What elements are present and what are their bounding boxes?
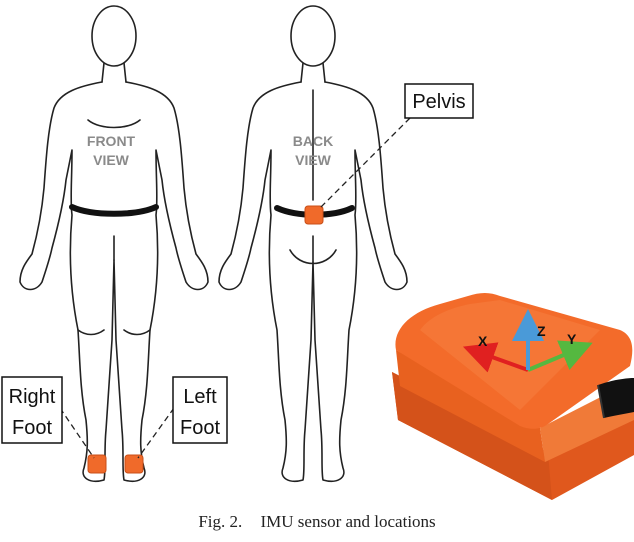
right-foot-callout-line1: Right [9,386,56,408]
right-foot-sensor [87,454,107,474]
back-view-label-line1: BACK [293,133,333,149]
axis-x-arrow [462,342,529,373]
pelvis-callout-box [404,83,474,119]
left-foot-sensor [124,454,144,474]
pelvis-sensor [304,205,324,225]
front-belt [69,204,159,217]
figure-caption: Fig. 2. IMU sensor and locations [0,512,634,532]
left-foot-callout-line1: Left [183,386,217,408]
front-view-label-line1: FRONT [87,133,136,149]
right-foot-callout-box [1,376,63,444]
imu-sensor-device [392,293,634,500]
back-view-label-line2: VIEW [295,152,332,168]
axis-z-label: Z [537,323,546,339]
left-foot-callout-box [172,376,228,444]
left-foot-leader-line [137,407,175,459]
axis-y-arrow [527,340,593,372]
caption-text: IMU sensor and locations [260,512,436,531]
right-foot-leader-line [59,407,95,459]
back-body-figure [218,5,408,483]
front-body-figure [19,5,209,483]
front-view-label-line2: VIEW [93,152,130,168]
axis-y-label: Y [567,331,577,347]
figure-number: Fig. 2. [198,512,243,531]
left-foot-callout-line2: Foot [180,417,220,439]
right-foot-callout-line2: Foot [12,417,52,439]
pelvis-leader-line [319,117,411,209]
pelvis-callout-label: Pelvis [412,91,465,113]
axis-x-label: X [478,333,488,349]
